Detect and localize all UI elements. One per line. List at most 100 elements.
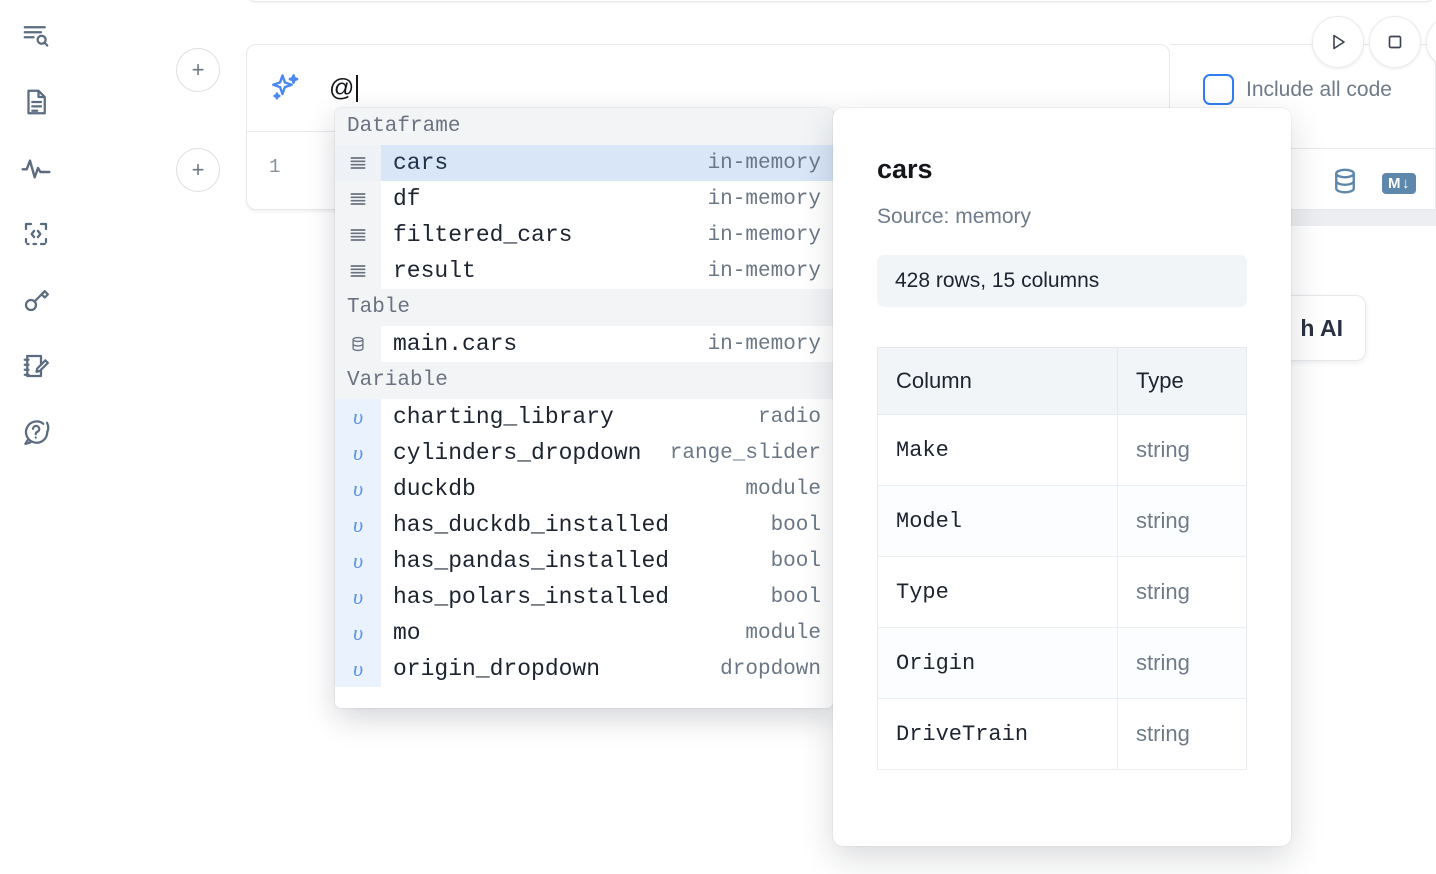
dataframe-icon (335, 217, 381, 253)
run-button[interactable] (1312, 16, 1364, 68)
include-all-code-checkbox[interactable] (1203, 74, 1234, 105)
dropdown-item-name: filtered_cars (393, 222, 573, 248)
cell-action-icons: M↓ (1330, 166, 1416, 201)
dropdown-item-type: in-memory (707, 223, 821, 247)
stop-button[interactable] (1369, 16, 1421, 68)
generate-with-ai-label: h AI (1300, 314, 1343, 341)
column-header-column: Column (877, 347, 1119, 415)
dropdown-item-type: in-memory (707, 151, 821, 175)
key-icon[interactable] (14, 278, 58, 322)
cell-column-name: Make (877, 414, 1119, 486)
dropdown-item-type: radio (757, 405, 821, 429)
dataframe-icon (335, 253, 381, 289)
cell-column-name: Origin (877, 627, 1119, 699)
dropdown-item-name: cars (393, 150, 449, 176)
add-cell-label: + (191, 57, 205, 82)
add-cell-button-bottom[interactable]: + (176, 148, 220, 192)
dropdown-item-name: has_pandas_installed (393, 548, 670, 574)
dropdown-item[interactable]: result in-memory (335, 253, 833, 289)
cell-column-type: string (1117, 556, 1247, 628)
dropdown-item-type: in-memory (707, 259, 821, 283)
line-number: 1 (269, 156, 281, 178)
variable-icon: υ (335, 543, 381, 579)
cell-column-name: Model (877, 485, 1119, 557)
variable-icon: υ (335, 579, 381, 615)
cell-above-edge (246, 0, 1436, 2)
preview-source: Source: memory (877, 205, 1032, 228)
variable-icon: υ (335, 651, 381, 687)
dropdown-item-name: result (393, 258, 476, 284)
dropdown-item[interactable]: υ charting_library radio (335, 399, 833, 435)
include-all-code-label: Include all code (1246, 77, 1392, 101)
preview-stats-badge: 428 rows, 15 columns (877, 255, 1247, 307)
text-caret (355, 74, 358, 102)
dataframe-icon (335, 145, 381, 181)
sparkle-icon (269, 71, 303, 105)
preview-title: cars (877, 154, 933, 184)
dropdown-item-type: bool (770, 585, 821, 609)
dropdown-item-name: origin_dropdown (393, 656, 601, 682)
dropdown-item-name: has_duckdb_installed (393, 512, 670, 538)
ai-prompt-input[interactable]: @ (329, 45, 1169, 131)
dropdown-item-name: df (393, 186, 421, 212)
dropdown-item[interactable]: cars in-memory (335, 145, 833, 181)
scratchpad-pencil-icon[interactable] (14, 344, 58, 388)
dropdown-item-name: charting_library (393, 404, 614, 430)
table-header-row: Column Type (877, 347, 1247, 415)
dropdown-item-type: in-memory (707, 187, 821, 211)
dropdown-item[interactable]: υ has_pandas_installed bool (335, 543, 833, 579)
variable-icon: υ (335, 399, 381, 435)
cell-divider (1170, 148, 1436, 149)
dropdown-item[interactable]: υ has_duckdb_installed bool (335, 507, 833, 543)
cell-column-type: string (1117, 698, 1247, 770)
dropdown-group-header: Table (335, 289, 833, 326)
document-icon[interactable] (14, 80, 58, 124)
cell-column-name: Type (877, 556, 1119, 628)
include-all-code-row[interactable]: Include all code (1203, 74, 1392, 105)
dropdown-item-type: bool (770, 549, 821, 573)
dropdown-item[interactable]: df in-memory (335, 181, 833, 217)
markdown-icon[interactable]: M↓ (1382, 173, 1416, 194)
variable-icon: υ (335, 435, 381, 471)
dropdown-item-type: bool (770, 513, 821, 537)
dropdown-group-header: Variable (335, 362, 833, 399)
table-db-icon (335, 326, 381, 362)
cell-column-type: string (1117, 414, 1247, 486)
dropdown-item-type: module (745, 621, 821, 645)
dropdown-item[interactable]: υ has_polars_installed bool (335, 579, 833, 615)
outline-search-icon[interactable] (14, 14, 58, 58)
dropdown-item[interactable]: main.cars in-memory (335, 326, 833, 362)
database-icon[interactable] (1330, 166, 1360, 201)
dropdown-item-type: in-memory (707, 332, 821, 356)
code-brackets-icon[interactable] (14, 212, 58, 256)
cell-column-type: string (1117, 627, 1247, 699)
dropdown-item-type: range_slider (669, 441, 821, 465)
dropdown-item-name: has_polars_installed (393, 584, 670, 610)
variable-icon: υ (335, 615, 381, 651)
activity-icon[interactable] (14, 146, 58, 190)
dropdown-group-header: Dataframe (335, 108, 833, 145)
dropdown-item-name: mo (393, 620, 421, 646)
column-header-type: Type (1117, 347, 1247, 415)
dropdown-item-type: module (745, 477, 821, 501)
add-cell-button-top[interactable]: + (176, 48, 220, 92)
dropdown-item-name: main.cars (393, 331, 518, 357)
dropdown-item[interactable]: filtered_cars in-memory (335, 217, 833, 253)
help-chat-icon[interactable] (14, 410, 58, 454)
markdown-arrow: ↓ (1402, 175, 1410, 192)
variable-icon: υ (335, 507, 381, 543)
variable-icon: υ (335, 471, 381, 507)
dataframe-icon (335, 181, 381, 217)
